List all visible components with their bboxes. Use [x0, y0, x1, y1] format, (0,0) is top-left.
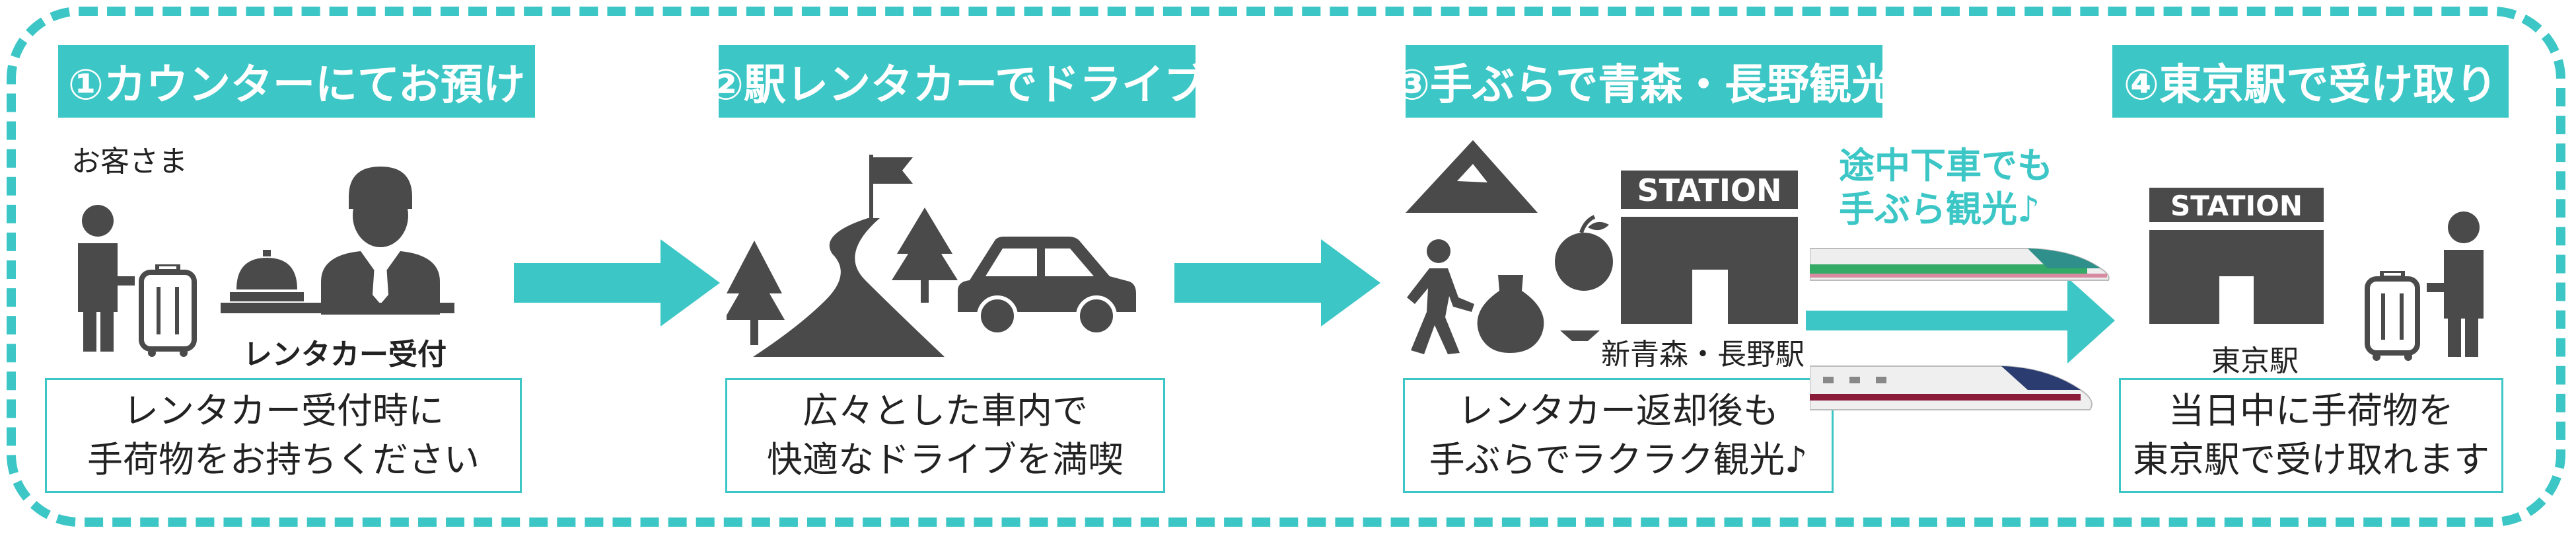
customer-person-icon — [63, 204, 143, 353]
customer-person-icon — [2420, 210, 2498, 357]
step3-desc-line1: レンタカー返却後も — [1458, 390, 1779, 432]
step3-desc-line2: 手ぶらでラクラク観光♪ — [1429, 439, 1808, 480]
step4-desc-line1: 当日中に手荷物を — [2168, 390, 2454, 432]
suitcase-icon — [139, 264, 197, 357]
car-icon — [956, 234, 1137, 336]
arrow-right-icon — [1806, 278, 2115, 364]
station-building-icon: STATION — [2149, 188, 2324, 324]
winding-road-icon — [727, 155, 1004, 357]
reception-counter-icon — [221, 303, 454, 313]
step1-title: ①カウンターにてお預け — [58, 45, 535, 118]
station-sign-text: STATION — [1637, 172, 1781, 208]
step3-title: ③手ぶらで青森・長野観光 — [1394, 45, 1894, 118]
step1-desc-line1: レンタカー受付時に — [123, 390, 444, 432]
step1-desc-line2: 手荷物をお持ちください — [87, 439, 480, 480]
step2-description: 広々とした車内で 快適なドライブを満喫 — [725, 378, 1165, 493]
reception-label: レンタカー受付 — [243, 338, 447, 371]
step4-desc-line2: 東京駅で受け取れます — [2133, 439, 2489, 480]
step4-description: 当日中に手荷物を 東京駅で受け取れます — [2119, 378, 2503, 493]
customer-label: お客さま — [71, 145, 188, 178]
step1-description: レンタカー受付時に 手荷物をお持ちください — [45, 378, 522, 493]
station-building-icon: STATION — [1621, 171, 1798, 324]
dashed-frame — [7, 7, 2565, 527]
stopover-note-line2: 手ぶら観光♪ — [1839, 188, 2040, 230]
step2-title: ②駅レンタカーでドライブ — [708, 45, 1206, 118]
arrow-right-icon — [514, 239, 720, 326]
tokyo-station-label: 東京駅 — [2211, 344, 2299, 378]
step2-desc-line2: 快適なドライブを満喫 — [767, 439, 1124, 480]
service-bell-icon — [230, 250, 304, 304]
aomori-nagano-station-label: 新青森・長野駅 — [1601, 338, 1805, 371]
step3-description: レンタカー返却後も 手ぶらでラクラク観光♪ — [1403, 378, 1834, 493]
tourism-icons — [1399, 139, 1617, 354]
suitcase-icon — [2365, 271, 2420, 361]
arrow-right-icon — [1174, 239, 1380, 326]
step2-desc-line1: 広々とした車内で — [803, 390, 1088, 432]
stopover-note-line1: 途中下車でも — [1839, 145, 2053, 186]
shinkansen-blue-icon — [1810, 357, 2100, 418]
step4-title: ④東京駅で受け取り — [2112, 45, 2509, 118]
receptionist-icon — [314, 163, 447, 315]
shinkansen-green-icon — [1810, 245, 2114, 288]
station-sign-text: STATION — [2170, 190, 2303, 222]
stopover-note: 途中下車でも 手ぶら観光♪ — [1839, 144, 2053, 231]
